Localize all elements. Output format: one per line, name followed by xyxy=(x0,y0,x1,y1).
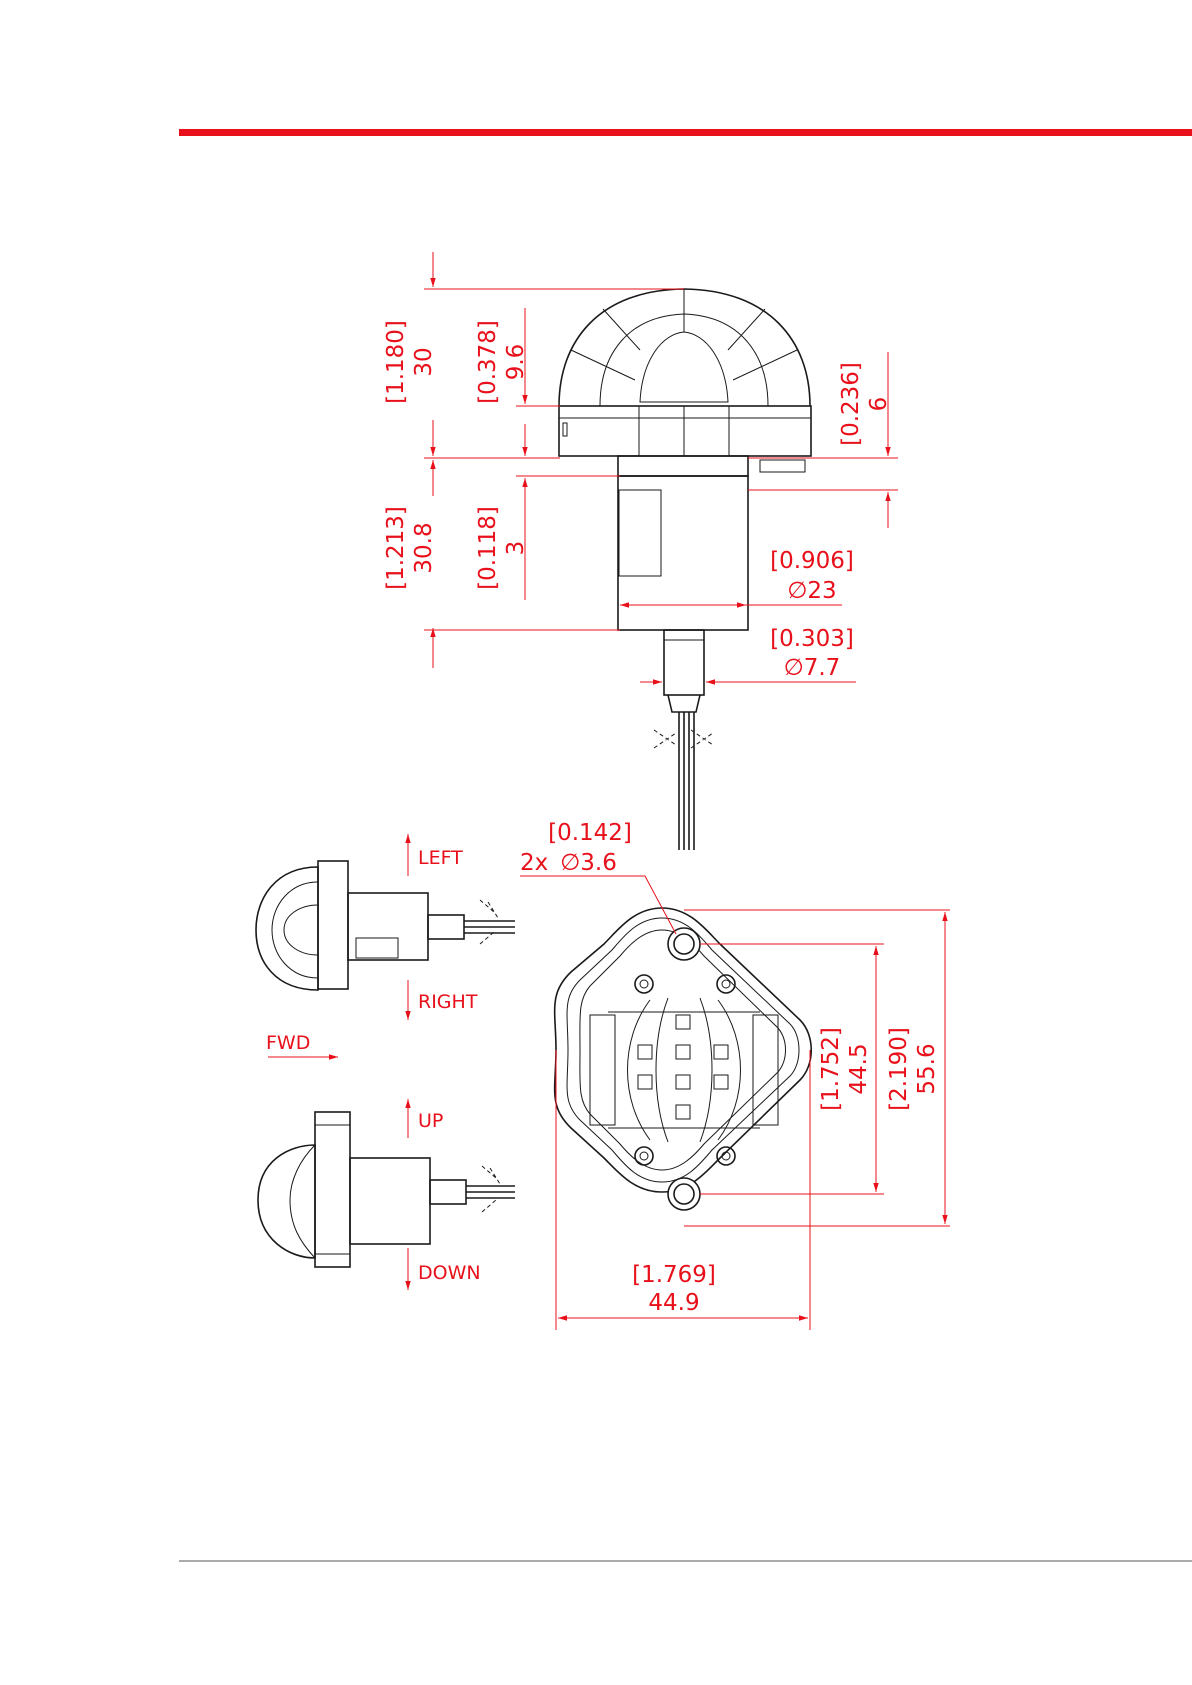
dim-flange-mm: 6 xyxy=(866,397,892,412)
dim-hole-in: [0.142] xyxy=(548,820,632,846)
dim-overall-length-in: [2.190] xyxy=(886,1027,912,1111)
dim-body-length-mm: 30.8 xyxy=(411,522,437,573)
dim-dome-mm: 9.6 xyxy=(503,344,529,381)
label-fwd: FWD xyxy=(266,1032,310,1054)
label-left: LEFT xyxy=(418,847,463,869)
dim-body-step-in: [0.118] xyxy=(475,506,501,590)
dim-hole-spacing-mm: 44.5 xyxy=(846,1043,872,1094)
mounting-hole-top xyxy=(668,928,700,960)
side-view-dimension-text: [1.180] 30 [0.378] 9.6 [0.236] 6 [1.213]… xyxy=(383,320,892,681)
diameter-symbol: ∅ xyxy=(560,850,580,876)
dim-dome-in: [0.378] xyxy=(475,320,501,404)
dim-body-diameter-mm: 23 xyxy=(807,578,836,604)
label-right: RIGHT xyxy=(418,991,478,1013)
flange xyxy=(559,406,811,456)
dim-hole-mm: 3.6 xyxy=(580,850,617,876)
body xyxy=(618,476,748,630)
label-down: DOWN xyxy=(418,1262,481,1284)
dim-cable-diameter-mm: 7.7 xyxy=(804,655,841,681)
header-red-bar xyxy=(179,129,1192,136)
orientation-view-up-down xyxy=(258,1112,515,1267)
dim-body-diameter-in: [0.906] xyxy=(770,548,854,574)
svg-text:∅23: ∅23 xyxy=(787,578,836,604)
dim-overall-top-mm: 30 xyxy=(411,347,437,376)
dim-body-length-in: [1.213] xyxy=(383,506,409,590)
dim-flange-in: [0.236] xyxy=(838,362,864,446)
top-view-dimension-text: [0.142] 2x ∅3.6 [1.752] 44.5 [2.190] 55.6… xyxy=(520,820,940,1316)
side-view-dimension-lines xyxy=(433,252,888,682)
mounting-hole-bottom xyxy=(668,1178,700,1210)
diameter-symbol: ∅ xyxy=(787,578,807,604)
dim-width-mm: 44.9 xyxy=(648,1290,699,1316)
dim-width-in: [1.769] xyxy=(632,1262,716,1288)
dim-hole-qty: 2x xyxy=(520,850,548,876)
orientation-arrows: LEFT RIGHT FWD UP DOWN xyxy=(266,834,481,1290)
top-view xyxy=(555,908,812,1210)
dim-overall-length-mm: 55.6 xyxy=(914,1043,940,1094)
dim-hole-spacing-in: [1.752] xyxy=(818,1027,844,1111)
diameter-symbol: ∅ xyxy=(784,655,804,681)
dim-body-step-mm: 3 xyxy=(503,541,529,556)
dim-overall-top-in: [1.180] xyxy=(383,320,409,404)
svg-text:∅7.7: ∅7.7 xyxy=(784,655,841,681)
label-up: UP xyxy=(418,1110,443,1132)
svg-text:2x∅3.6: 2x ∅3.6 xyxy=(520,850,617,876)
dim-cable-diameter-in: [0.303] xyxy=(770,626,854,652)
orientation-view-left-right xyxy=(256,861,515,990)
